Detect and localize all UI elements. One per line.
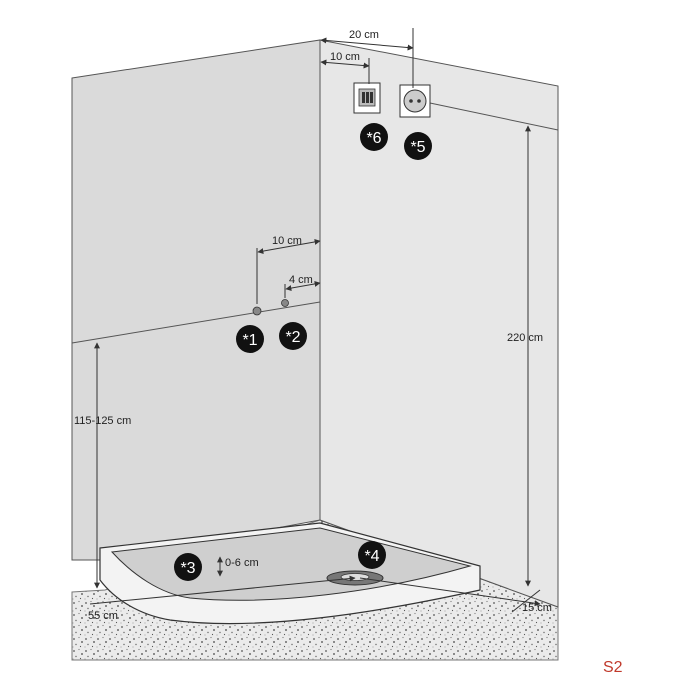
- right-wall: [319, 39, 559, 608]
- dim-line-10cm-valves: [257, 238, 321, 255]
- dim-label-valve-spacing: 10 cm: [272, 235, 302, 247]
- svg-text:*5: *5: [410, 139, 425, 156]
- dim-label-height-total: 220 cm: [507, 332, 543, 344]
- marker-2: *2: [279, 322, 307, 350]
- dim-label-tray-front: 55 cm: [88, 610, 118, 622]
- marker-6: *6: [360, 123, 388, 151]
- dim-label-socket-spacing: 20 cm: [349, 29, 379, 41]
- ext-line-15cm: [511, 589, 541, 613]
- wall-line-left: [71, 301, 321, 344]
- dim-line-20cm: [320, 37, 414, 51]
- marker-3: *3: [174, 553, 202, 581]
- figure-code: S2: [603, 659, 623, 676]
- valve-point-1: [252, 306, 262, 316]
- dim-label-tray-side: 15 cm: [522, 602, 552, 614]
- dim-label-switch-offset: 10 cm: [330, 51, 360, 63]
- dim-line-15cm: [359, 577, 541, 607]
- switch-box: [353, 82, 381, 114]
- svg-text:*3: *3: [180, 560, 195, 577]
- marker-4: *4: [358, 541, 386, 569]
- dim-label-tray-depth: 0-6 cm: [225, 557, 259, 569]
- wall-line-right-top: [429, 102, 559, 131]
- valve-point-2: [281, 299, 289, 307]
- dim-label-valve-height: 115-125 cm: [74, 415, 131, 427]
- dim-line-55cm: [89, 575, 356, 605]
- dim-line-10cm-top: [320, 59, 370, 69]
- socket: [399, 84, 431, 118]
- dim-label-valve-offset: 4 cm: [289, 274, 313, 286]
- svg-text:*2: *2: [285, 329, 300, 346]
- svg-text:*1: *1: [242, 332, 257, 349]
- dim-line-4cm: [285, 280, 321, 292]
- marker-1: *1: [236, 325, 264, 353]
- marker-5: *5: [404, 132, 432, 160]
- svg-text:*4: *4: [364, 548, 379, 565]
- svg-text:*6: *6: [366, 130, 381, 147]
